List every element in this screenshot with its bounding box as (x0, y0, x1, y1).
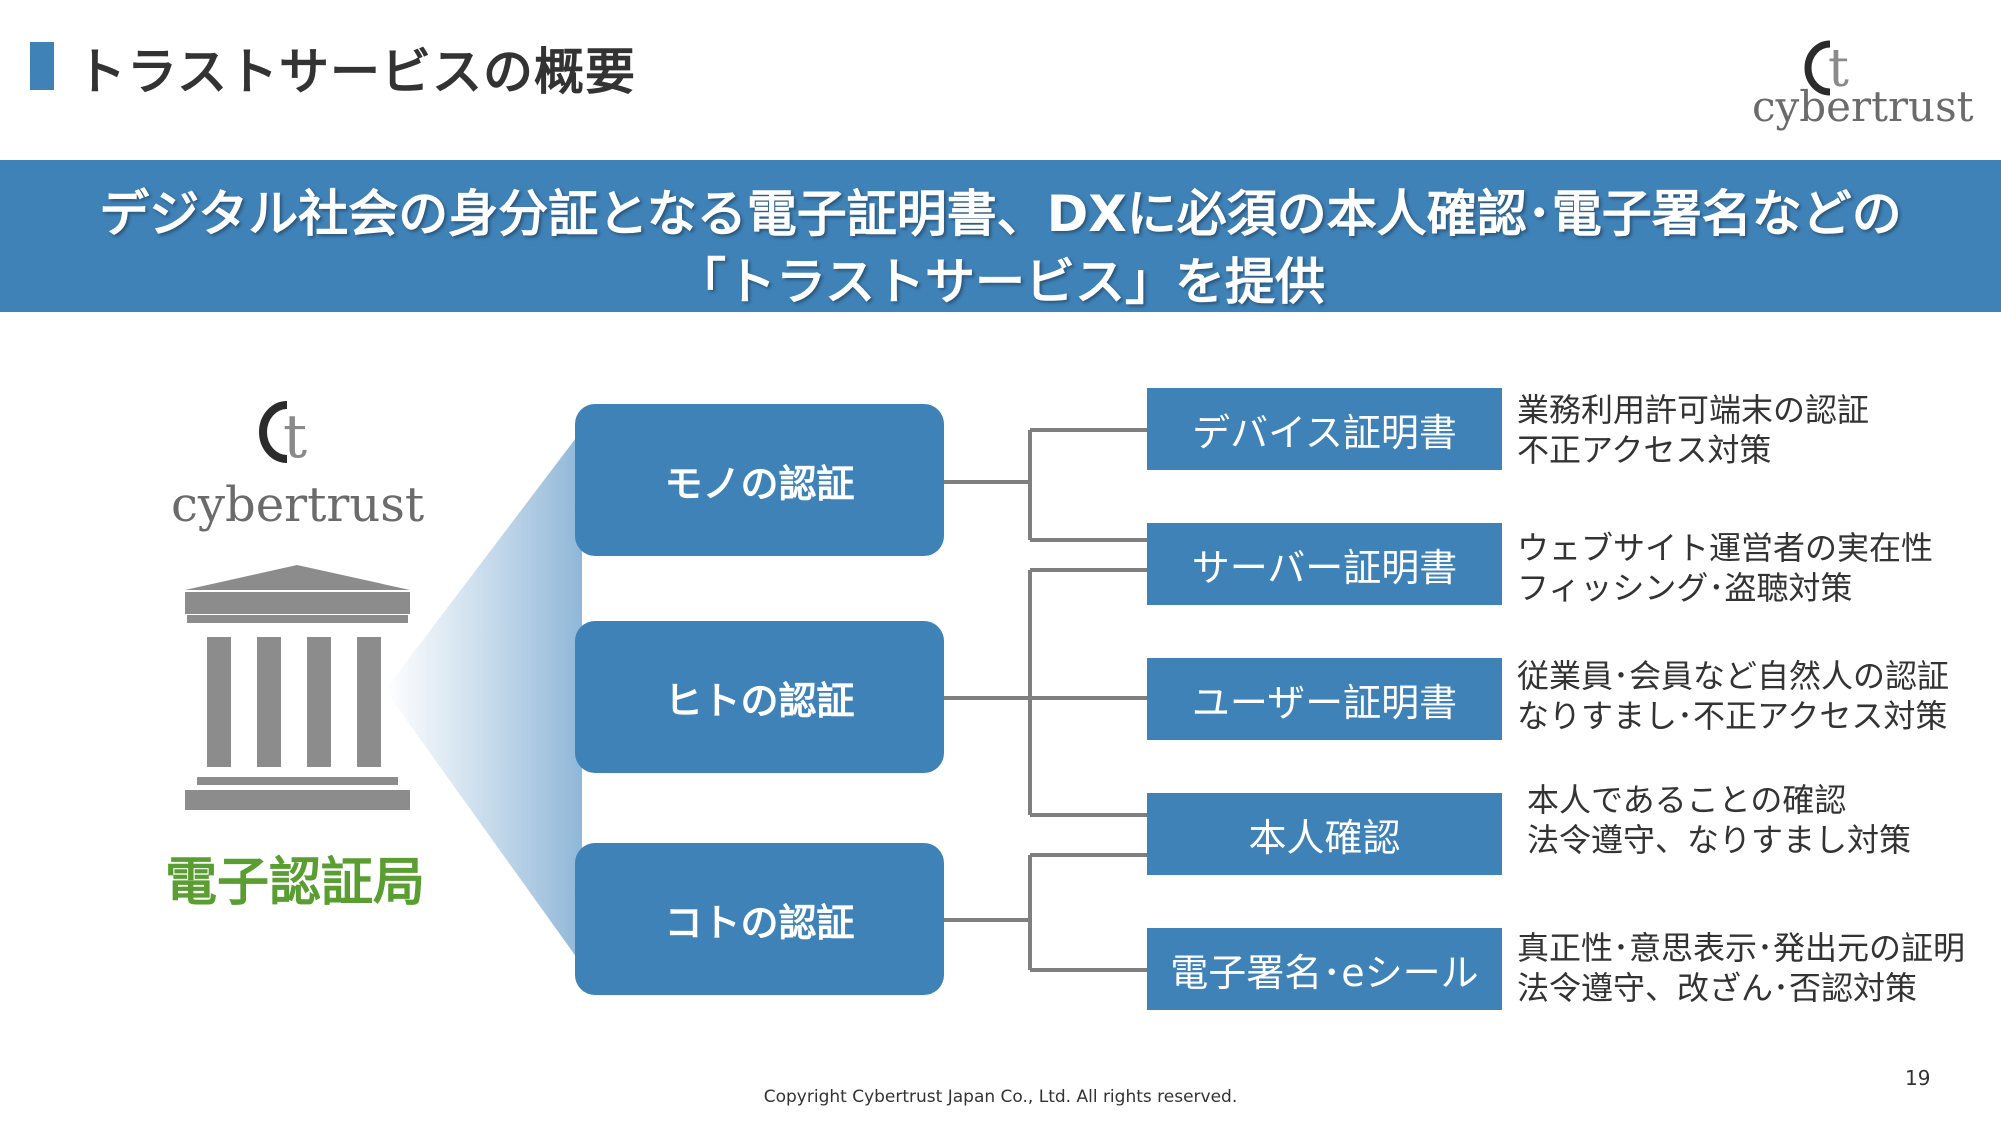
cert-identity-verification: 本人確認 (1147, 793, 1502, 875)
desc-server-line-1: ウェブサイト運営者の実在性 (1517, 529, 1934, 567)
desc-server-line-2: フィッシング･盗聴対策 (1517, 569, 1853, 607)
category-hito-auth: ヒトの認証 (575, 621, 944, 773)
cert-device: デバイス証明書 (1147, 388, 1502, 470)
cybertrust-logo-mark-icon: t (1804, 39, 1849, 99)
svg-text:t: t (283, 402, 307, 472)
desc-user-line-2: なりすまし･不正アクセス対策 (1517, 697, 1948, 735)
desc-server: ウェブサイト運営者の実在性 フィッシング･盗聴対策 (1517, 528, 1933, 608)
cert-server: サーバー証明書 (1147, 523, 1502, 605)
ca-logo-mark-icon: t (259, 401, 307, 472)
desc-device-line-2: 不正アクセス対策 (1517, 431, 1772, 469)
bank-building-icon (185, 565, 410, 810)
banner-line-2: 「トラストサービス」を提供 (676, 253, 1325, 311)
desc-device: 業務利用許可端末の認証 不正アクセス対策 (1517, 390, 1869, 470)
ca-cybertrust-logo: t cybertrust (171, 395, 424, 545)
cert-user: ユーザー証明書 (1147, 658, 1502, 740)
desc-identity-line-1: 本人であることの確認 (1527, 781, 1847, 819)
desc-identity-line-2: 法令遵守、なりすまし対策 (1527, 821, 1912, 859)
logo-wordmark: cybertrust (1752, 82, 1974, 131)
desc-signature-line-2: 法令遵守、改ざん･否認対策 (1517, 969, 1918, 1007)
desc-e-signature: 真正性･意思表示･発出元の証明 法令遵守、改ざん･否認対策 (1517, 928, 1965, 1008)
desc-device-line-1: 業務利用許可端末の認証 (1517, 391, 1870, 429)
ca-logo-wordmark: cybertrust (171, 477, 425, 533)
headline-banner: デジタル社会の身分証となる電子証明書、DXに必須の本人確認･電子署名などの 「ト… (0, 160, 2001, 312)
desc-signature-line-1: 真正性･意思表示･発出元の証明 (1517, 929, 1966, 967)
banner-line-1: デジタル社会の身分証となる電子証明書、DXに必須の本人確認･電子署名などの (99, 185, 1902, 243)
page-title: トラストサービスの概要 (76, 43, 636, 101)
page-number: 19 (1905, 1066, 1931, 1090)
desc-identity-verification: 本人であることの確認 法令遵守、なりすまし対策 (1527, 780, 1911, 860)
desc-user: 従業員･会員など自然人の認証 なりすまし･不正アクセス対策 (1517, 656, 1949, 736)
desc-user-line-1: 従業員･会員など自然人の認証 (1517, 657, 1950, 695)
title-accent-bar (30, 42, 54, 90)
category-koto-auth: コトの認証 (575, 843, 944, 995)
svg-text:t: t (1828, 39, 1849, 99)
category-mono-auth: モノの認証 (575, 404, 944, 556)
certificate-authority-label: 電子認証局 (164, 853, 425, 913)
fan-shape (385, 430, 582, 965)
cybertrust-logo: t cybertrust (1752, 14, 1974, 134)
copyright-notice: Copyright Cybertrust Japan Co., Ltd. All… (763, 1087, 1238, 1107)
cert-e-signature-seal: 電子署名･eシール (1147, 928, 1502, 1010)
